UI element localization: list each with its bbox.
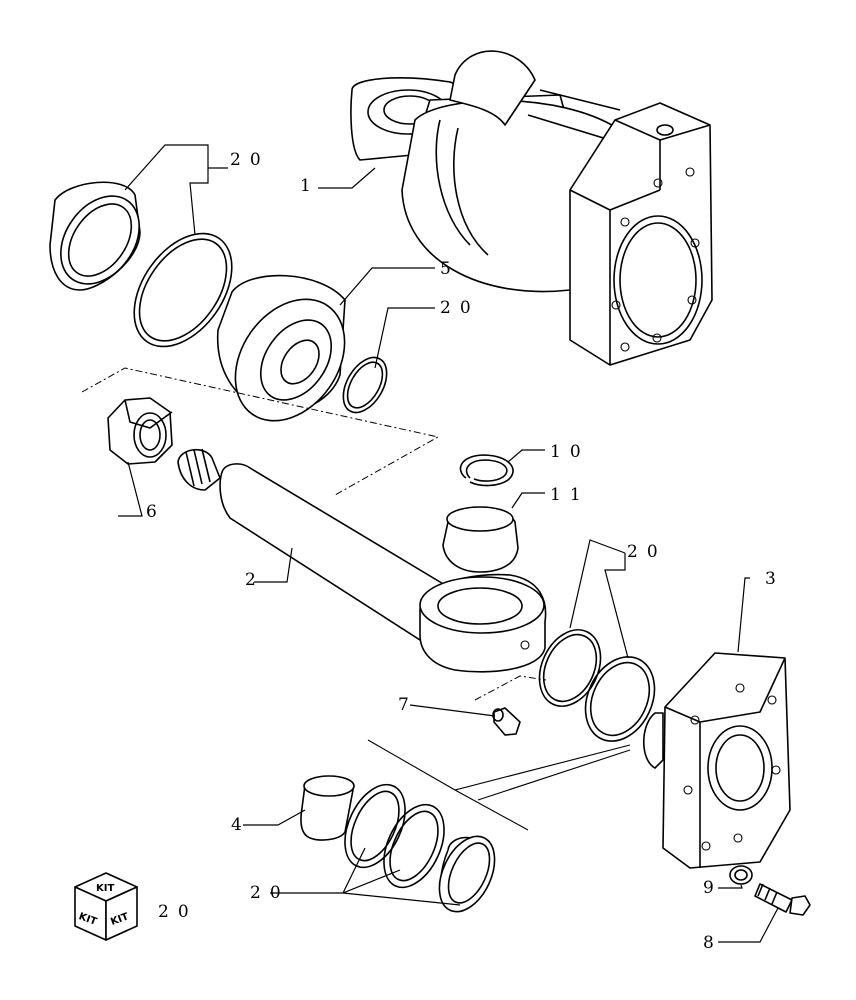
part-11-bushing: [442, 506, 519, 573]
o-ring-rod-end-2: [584, 656, 656, 742]
o-ring-large: [133, 232, 233, 348]
alignment-line-lower: [474, 675, 547, 701]
callout-20-d: 20: [250, 883, 290, 903]
part-1-cylinder-body: [350, 50, 713, 366]
part-5-piston: [216, 274, 346, 422]
part-4-bushing: [300, 775, 355, 841]
callout-7: 7: [398, 695, 418, 715]
seal-ring-lower-3: [438, 835, 496, 913]
guide-lines-lower: [367, 739, 631, 831]
callout-labels: 1 20 5 20 10 11 6 20 2 3 7 4 20 20 9 8: [146, 150, 785, 953]
callout-20-kit: 20: [158, 902, 198, 922]
part-2-piston-rod: [177, 448, 547, 673]
callout-2: 2: [245, 570, 265, 590]
part-3-end-cap: [643, 652, 791, 869]
wiper-ring: [49, 181, 141, 291]
seal-ring-lower-2: [383, 803, 445, 889]
part-9-washer: [729, 865, 753, 885]
callout-9: 9: [703, 878, 723, 898]
callout-6: 6: [146, 502, 166, 522]
o-ring-rod-end-1: [538, 629, 602, 707]
callout-20-b: 20: [440, 298, 480, 318]
part-6-nut: [107, 397, 173, 465]
callout-11: 11: [550, 485, 590, 505]
callout-1: 1: [300, 176, 320, 196]
callout-20-a: 20: [230, 150, 270, 170]
callout-4: 4: [231, 815, 251, 835]
leader-lines: [118, 144, 779, 943]
part-7-grease-nipple: [492, 707, 521, 736]
callout-20-c: 20: [627, 542, 667, 562]
callout-10: 10: [550, 442, 590, 462]
kit-icon-top-label: KIT: [96, 883, 114, 894]
kit-icon: KIT KIT KIT: [74, 872, 138, 941]
o-ring-small: [342, 356, 388, 414]
callout-3: 3: [765, 569, 785, 589]
callout-8: 8: [703, 933, 723, 953]
part-8-bolt: [754, 883, 811, 916]
part-10-snap-ring: [459, 454, 514, 487]
callout-5: 5: [440, 259, 460, 279]
